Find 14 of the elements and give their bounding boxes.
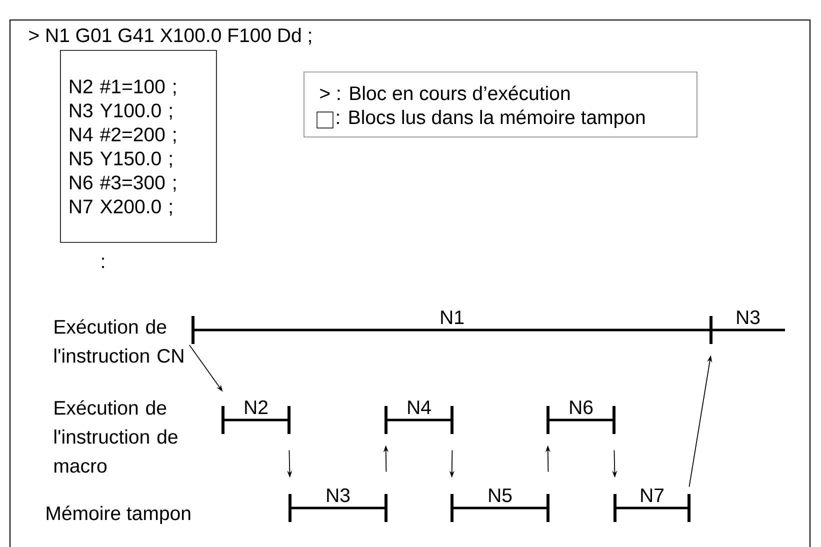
timeline-segment: N3: [288, 488, 388, 522]
timeline-segment: N6: [546, 400, 616, 434]
timeline-segment: N1: [192, 310, 711, 344]
row-label: Exécution de l'instruction CN: [54, 319, 184, 363]
timeline-segment: N7: [614, 488, 690, 522]
legend-text: : Blocs lus dans la mémoire tampon: [336, 110, 645, 128]
legend-text: > : Bloc en cours d’exécution: [320, 86, 570, 100]
timeline-segment: N3: [710, 310, 785, 344]
timeline-segment: N2: [222, 400, 290, 434]
row-label: Mémoire tampon: [46, 506, 190, 524]
code-box: N2 #1=100 ; N3 Y100.0 ; N4 #2=200 ; N5 Y150.0 ; N6 #3=300 ; N7 X200.0 ;: [60, 50, 217, 243]
timeline-segment: N5: [450, 488, 550, 522]
row-label: Exécution de l'instruction de macro: [54, 400, 178, 473]
timeline-segment: N4: [384, 400, 454, 434]
